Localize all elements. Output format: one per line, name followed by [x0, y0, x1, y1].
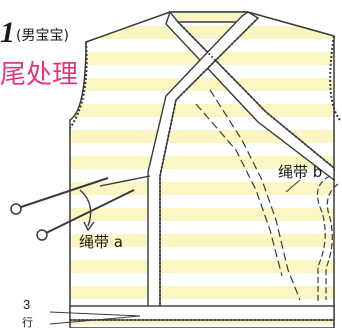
picot-edge-left — [177, 21, 335, 169]
tie-b-pointer — [285, 179, 301, 193]
arrow-head — [83, 221, 95, 232]
figure-number: 1 — [0, 16, 15, 49]
rows-count: 3 — [23, 297, 31, 312]
arrow-icon — [79, 189, 92, 227]
knitting-needle-icon — [10, 177, 135, 241]
tie-b — [316, 175, 331, 302]
right-armhole — [329, 35, 341, 121]
tie-b-label: 绳带 b — [278, 163, 323, 181]
picot-edge-right — [159, 17, 259, 318]
tie-a — [99, 175, 151, 187]
neck-band — [168, 11, 249, 23]
left-armhole — [69, 41, 88, 129]
tie-a-label: 绳带 a — [79, 233, 123, 251]
inner-panel-dashed-2 — [195, 103, 283, 277]
rows-unit: 行 — [22, 316, 33, 328]
row-indicator-bracket — [49, 311, 141, 325]
section-title: 尾处理 — [0, 60, 79, 90]
hem-band — [69, 305, 335, 321]
tie-b-inner — [325, 183, 339, 300]
subtitle: (男宝宝) — [16, 28, 69, 44]
inner-panel-dashed — [209, 89, 301, 301]
